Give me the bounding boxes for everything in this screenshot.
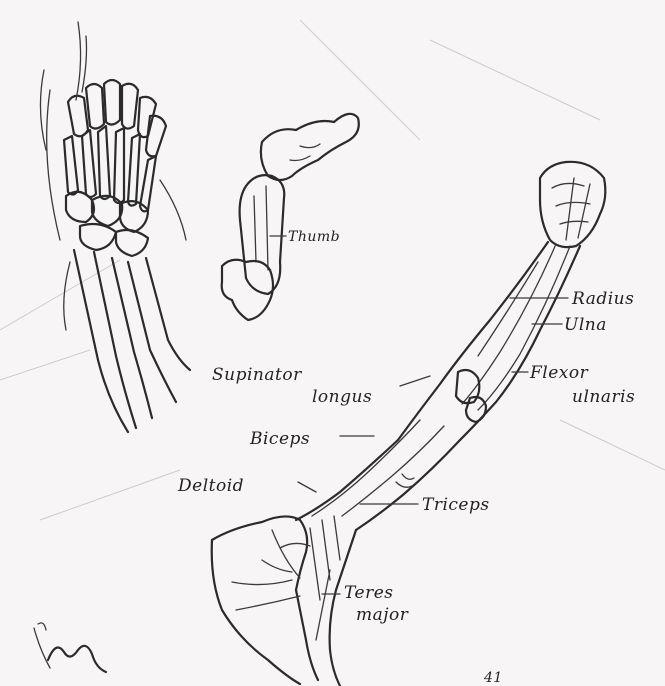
label-supinator-longus: longus bbox=[312, 387, 372, 407]
label-supinator: Supinator bbox=[212, 365, 302, 385]
label-flexor-ulnaris: ulnaris bbox=[572, 387, 635, 407]
thumb-bones-drawing bbox=[222, 114, 359, 320]
label-deltoid: Deltoid bbox=[177, 476, 244, 496]
label-ulna: Ulna bbox=[564, 315, 607, 335]
label-flexor: Flexor bbox=[529, 363, 589, 383]
label-thumb: Thumb bbox=[288, 229, 340, 245]
label-biceps: Biceps bbox=[249, 429, 310, 449]
arm-muscles-drawing bbox=[212, 162, 606, 686]
page-number: 41 bbox=[483, 670, 503, 686]
margin-scribble bbox=[34, 623, 106, 672]
label-triceps: Triceps bbox=[422, 495, 490, 515]
hand-skeleton-drawing bbox=[40, 22, 190, 432]
label-teres-major: major bbox=[356, 605, 409, 625]
label-radius: Radius bbox=[571, 289, 634, 309]
label-teres: Teres bbox=[344, 583, 394, 603]
paper-texture bbox=[0, 20, 665, 520]
